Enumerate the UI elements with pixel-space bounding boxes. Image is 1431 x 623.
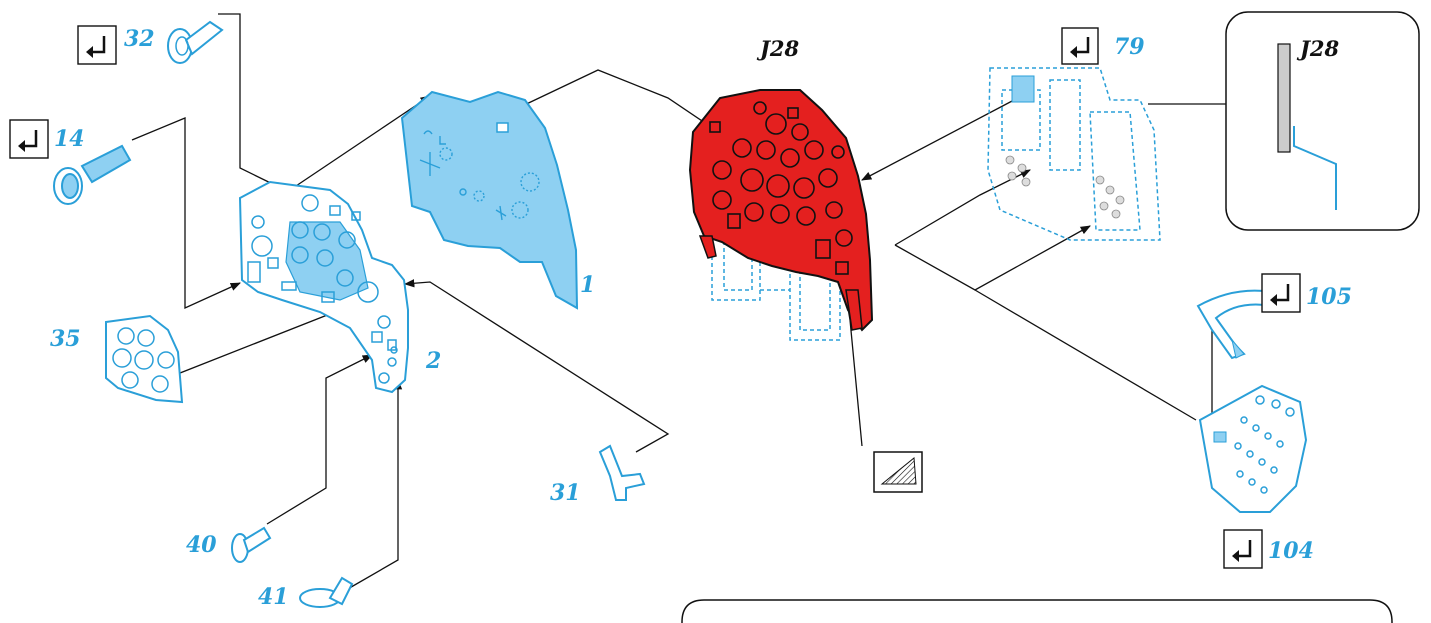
leader-79: [861, 99, 1015, 181]
part-32-lever: [167, 20, 224, 64]
bottom-frame: [681, 599, 1393, 623]
label-32: 32: [124, 26, 155, 52]
bend-arrow-icon: [9, 119, 49, 159]
leader-35: [174, 309, 341, 392]
label-j28-main: J28: [756, 36, 800, 61]
part-40-lever: [231, 526, 272, 563]
leader-40: [266, 354, 373, 525]
part-1-instrument-film: [400, 90, 579, 310]
label-35: 35: [50, 326, 81, 352]
leader-14: [131, 117, 241, 310]
j28-resin-panel: [688, 89, 874, 341]
bend-arrow-icon: [77, 25, 117, 65]
part-41-pedal: [299, 576, 354, 608]
label-j28-inset: J28: [1296, 36, 1340, 61]
leader-104: [974, 289, 1197, 421]
bend-arrow-icon: [1223, 529, 1263, 569]
part-79-resin-panel: [987, 67, 1161, 241]
bend-arrow-icon: [1261, 273, 1301, 313]
leader-2-to-1: [289, 95, 431, 191]
leader-32: [218, 13, 286, 191]
file-texture-icon: [873, 451, 923, 493]
part-labels: 32 14 1 2 35 31 40 41 79 105 104 J28 J28: [50, 26, 1352, 610]
leader-79-back-a: [894, 169, 1031, 246]
label-1: 1: [580, 272, 595, 298]
label-79: 79: [1114, 34, 1145, 60]
detail-inset-box: [1225, 11, 1420, 231]
leader-79-back-b: [894, 225, 1091, 291]
label-104: 104: [1268, 538, 1314, 564]
label-2: 2: [425, 348, 441, 374]
label-41: 41: [258, 584, 289, 610]
part-14-knob: [53, 144, 132, 205]
part-105-cushion: [1196, 289, 1273, 360]
label-31: 31: [550, 480, 581, 506]
part-2-instrument-panel: [238, 180, 409, 394]
label-105: 105: [1306, 284, 1352, 310]
part-31-bracket: [598, 444, 646, 501]
bend-arrow-icon: [1061, 27, 1099, 65]
leader-31: [403, 279, 670, 453]
label-40: 40: [186, 532, 217, 558]
part-104-seat-panel: [1198, 384, 1308, 513]
part-35-gauge-cluster: [105, 314, 184, 404]
leader-41: [345, 378, 403, 591]
label-14: 14: [54, 126, 85, 152]
